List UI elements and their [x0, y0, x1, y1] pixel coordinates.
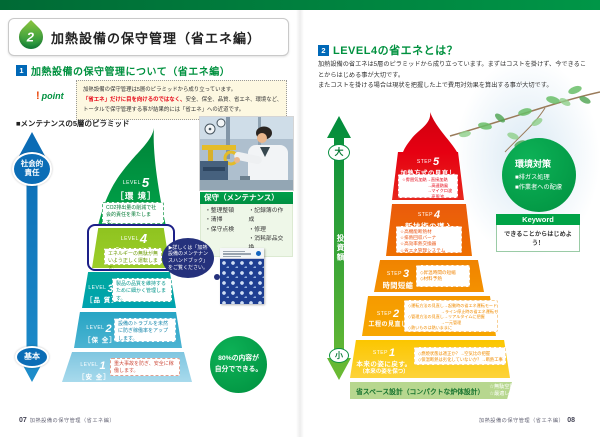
point-line-2: 「省エネ」だけに目を向けるのではなく、安全、保全、品質、省エネ、環境など、: [83, 97, 283, 103]
point-label: !point: [36, 90, 64, 102]
exclamation-icon: !: [36, 90, 40, 102]
section-title: LEVEL4の省エネとは？: [333, 45, 459, 57]
step-1-items: ◇燃焼状態は適正か？→空気比の把握◇保温断熱は劣化していないか？→断熱工事: [414, 347, 506, 365]
keyword-label: Keyword: [496, 214, 580, 225]
chapter-number: 2: [27, 29, 35, 45]
section-title: 加熱設備の保守管理について（省エネ編）: [31, 67, 231, 78]
axis-small-label: 小: [329, 348, 349, 363]
list-item: ・記録簿の作成: [248, 208, 284, 224]
step5-flame: [403, 112, 457, 152]
level-3-desc: 製品の品質を維持するために細かく管理します。: [112, 278, 172, 302]
level-3-label: LEVEL3 ［品 質］: [86, 283, 119, 304]
section-number-badge: 1: [16, 65, 27, 76]
section-2-heading: 2 LEVEL4の省エネとは？: [318, 42, 458, 58]
callout-bubble: ▶詳しくは「加熱設備のメンテナンスハンドブック」をご覧ください。: [162, 238, 214, 278]
pyramid-caption: ■メンテナンスの5層のピラミッド: [16, 119, 130, 128]
level-5-label: LEVEL5 ［環 境］: [115, 175, 157, 201]
environment-badge: 環境対策 ■排ガス処理 ■作業者への配慮: [502, 138, 576, 212]
keyword-box: Keyword できることからはじめよう！: [496, 214, 580, 252]
space-design-items: ☆無駄空間の削減 ☆最適レイアウト: [489, 383, 531, 397]
step-4-items: ☆高機能断熱材☆排熱回収バーナ☆高効率熱交換器☆省エネ管理システム: [396, 226, 462, 253]
top-banner: [0, 0, 600, 10]
page-title: 加熱設備の保守管理（省エネ編）: [51, 30, 262, 46]
level-4-desc: エネルギーの無駄が無いよう正しく運転します。: [104, 248, 162, 272]
self-service-badge: 80%の内容が 自分でできる。: [210, 336, 267, 393]
axis-top-label: 社会的 責任: [12, 152, 52, 186]
keyword-text: できることからはじめよう！: [496, 225, 580, 252]
point-line-3: トータルで保守管理する事が結果的には「省エネ」への近道です。: [83, 107, 245, 113]
section-1-heading: 1 加熱設備の保守管理について（省エネ編）: [16, 63, 230, 78]
step-3-label: STEP3 時間短縮: [382, 268, 414, 291]
level-5-desc: CO2排出量の削減で社会的責任を果たします。: [102, 202, 164, 226]
center-fold: [296, 10, 304, 437]
page-title-box: 2 加熱設備の保守管理（省エネ編）: [8, 18, 289, 56]
list-item: ・清掃: [205, 217, 223, 224]
pyramid-level5-flame: [98, 128, 166, 226]
step-2-label: STEP2 工程の見直し: [368, 308, 408, 329]
step-2-items: ◇運転方法の見直し→起動時の省エネ運転モード →ライン停止時の省エネ運転モード◇…: [404, 300, 498, 332]
maintenance-title: 保守（メンテナンス）: [200, 192, 293, 204]
page-number: 08: [567, 417, 575, 424]
step-1-label: STEP1 本来の姿に戻す。 （本来の姿を保つ）: [356, 347, 412, 375]
level-4-highlight-frame: [87, 224, 175, 271]
step-3-items: ◇昇温時間の短縮◇材料予熱: [416, 265, 470, 287]
list-item: ・修理: [248, 226, 266, 233]
page-number: 07: [19, 417, 27, 424]
investment-axis-arrow: [327, 116, 351, 380]
step-5-items: ☆雰囲気加熱→直接加熱 →高速熱風 →マイクロ波 →高周波 →遠赤外線: [398, 174, 458, 198]
right-footer: 加熱設備の保守管理（省エネ編）08: [478, 417, 575, 424]
intro-text: 加熱設備の省エネは5層のピラミッドから成り立っています。まずはコストを掛けず、今…: [318, 61, 587, 90]
handbook-cover-header: [220, 248, 264, 259]
point-line-1: 加熱設備の保守管理は5層のピラミッドから成り立っています。: [83, 87, 237, 93]
section-number-badge: 2: [318, 44, 329, 56]
axis-large-label: 大: [328, 144, 350, 161]
axis-bottom-label: 基本: [15, 346, 49, 368]
water-drop-icon: 2: [14, 20, 48, 54]
space-design-bar: 省スペース設計（コンパクトな炉体設計） ☆無駄空間の削減 ☆最適レイアウト: [350, 382, 512, 399]
list-item: ・整理整頓: [205, 208, 234, 214]
handbook-logo-dot: [256, 251, 261, 256]
level-1-desc: 重大事故を防ぎ、安全に稼働します。: [110, 358, 180, 376]
responsibility-axis-arrow: [19, 132, 45, 382]
handbook-thumbnail: [220, 248, 264, 304]
level-2-desc: 設備のトラブルを未然に防ぎ稼働率をアップします。: [114, 318, 176, 342]
equipment-photo: [200, 117, 293, 190]
level-1-label: LEVEL1 ［安 全］: [78, 360, 111, 381]
level-2-label: LEVEL2 ［保 全］: [84, 323, 117, 344]
point-box: 加熱設備の保守管理は5層のピラミッドから成り立っています。 「省エネ」だけに目を…: [76, 80, 287, 120]
leaves-decoration: [449, 85, 600, 153]
axis-investment-label: 投資額: [336, 233, 345, 263]
bubble-tail-dot: [214, 274, 220, 280]
list-item: ・保守点検: [205, 226, 234, 233]
